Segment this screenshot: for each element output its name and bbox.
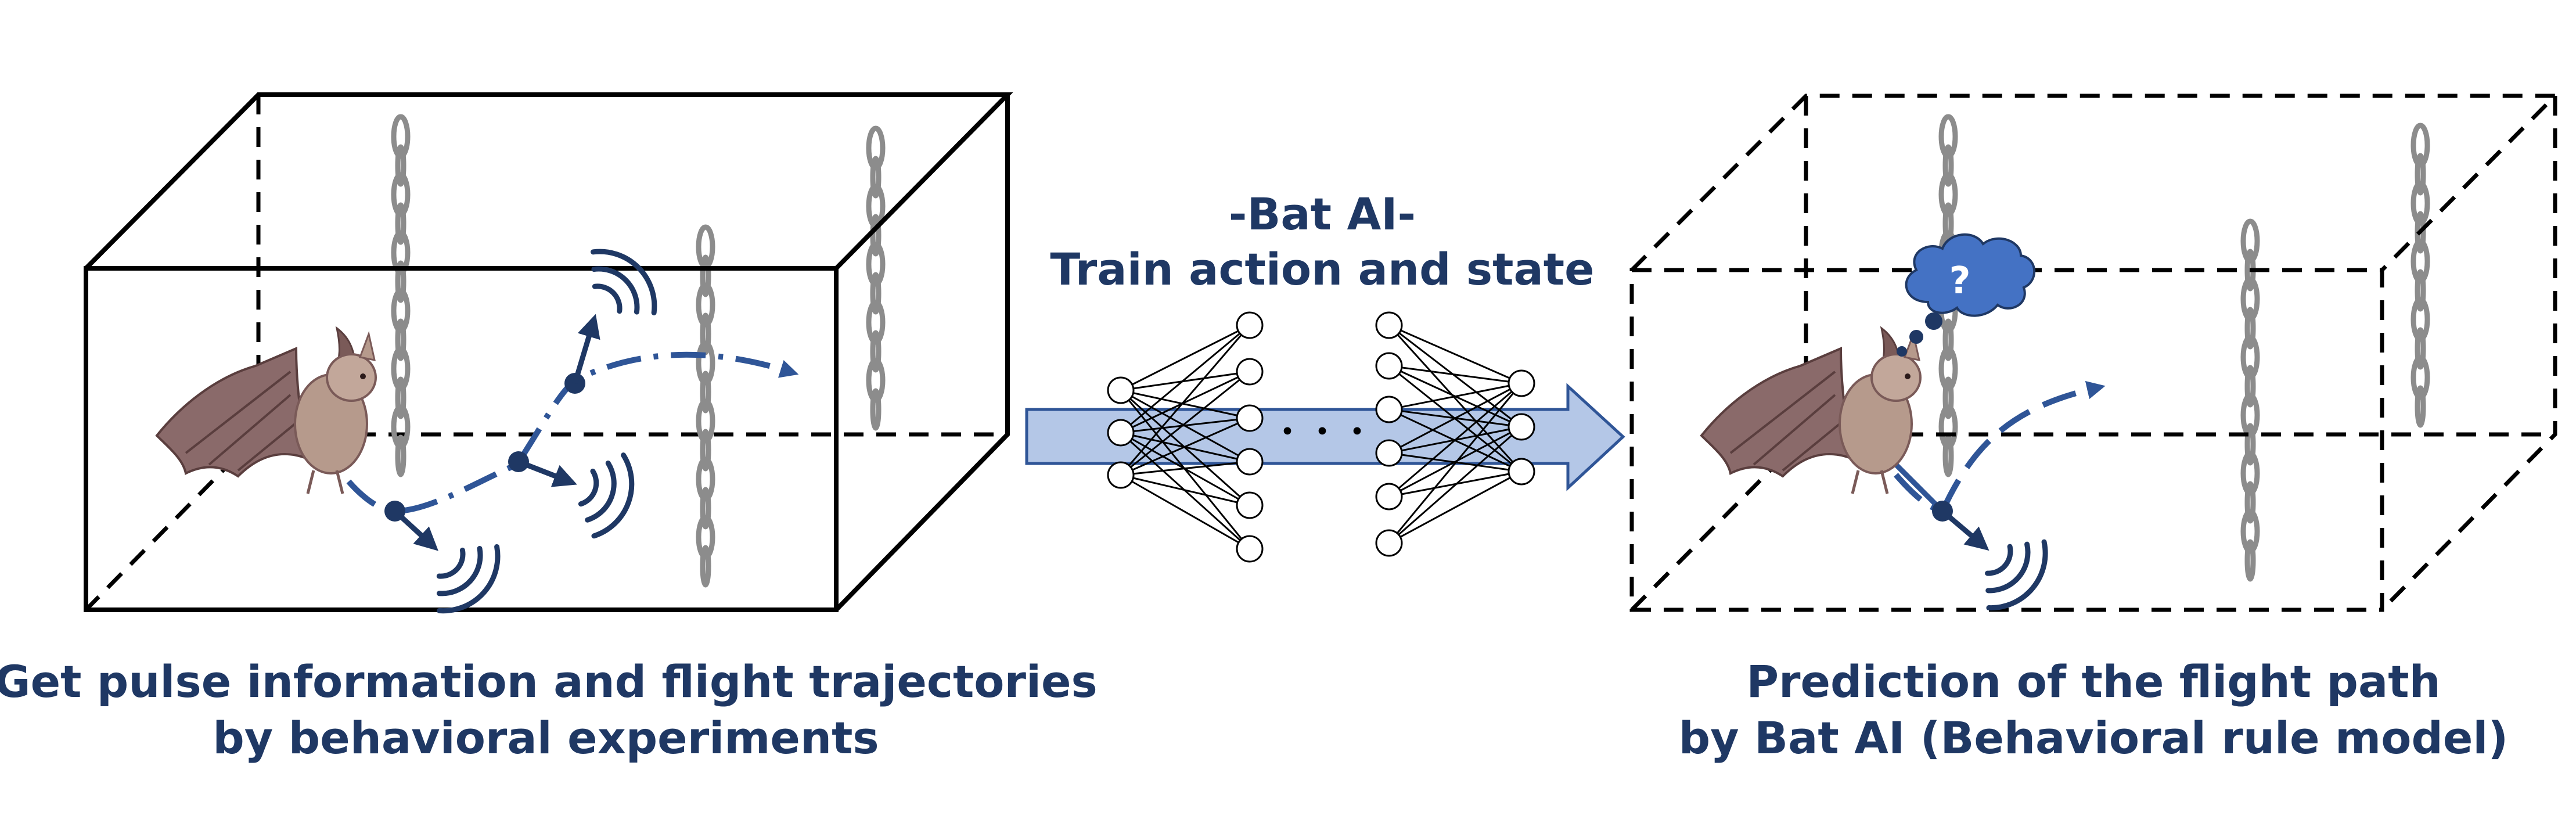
pulse-emission xyxy=(508,447,643,543)
network-connection xyxy=(1388,324,1522,384)
network-node xyxy=(1508,413,1535,441)
thought-question-mark: ? xyxy=(1949,260,1970,303)
pulse-emission xyxy=(564,237,669,394)
network-node xyxy=(1107,419,1135,447)
chain-obstacle-icon xyxy=(394,117,408,474)
network-connection xyxy=(1388,426,1522,498)
network-node xyxy=(1508,458,1535,486)
chain-obstacle-icon xyxy=(2243,221,2257,579)
network-connection xyxy=(1388,382,1522,498)
network-node xyxy=(1508,369,1535,397)
network-node xyxy=(1375,483,1403,511)
bat-ai-title: -Bat AI- xyxy=(1229,188,1416,240)
network-node xyxy=(1236,404,1264,432)
network-node xyxy=(1236,491,1264,519)
bat-icon xyxy=(1701,328,1920,494)
network-connection xyxy=(1388,383,1523,544)
network-connection xyxy=(1388,382,1522,411)
flight-trajectory xyxy=(311,351,799,515)
network-connection xyxy=(1388,365,1522,384)
network-connection xyxy=(1120,417,1250,476)
network-node xyxy=(1375,439,1403,467)
network-connection xyxy=(1120,325,1251,476)
network-node xyxy=(1375,529,1403,557)
network-node xyxy=(1236,448,1264,476)
bat-icon xyxy=(157,328,376,494)
network-node xyxy=(1375,311,1403,339)
network-node xyxy=(1107,461,1135,489)
neural-network-icon xyxy=(1107,311,1535,563)
network-node xyxy=(1236,535,1264,563)
thought-cloud-icon: ? xyxy=(1897,233,2036,357)
left-caption-line1: Get pulse information and flight traject… xyxy=(0,656,1098,707)
network-connection xyxy=(1120,474,1250,550)
chain-obstacle-icon xyxy=(869,128,883,428)
network-connection xyxy=(1120,417,1250,434)
left-caption-line2: by behavioral experiments xyxy=(213,712,879,764)
prediction-room: ? xyxy=(1629,94,2560,621)
network-connection xyxy=(1120,324,1250,391)
network-node xyxy=(1375,396,1403,423)
network-connection xyxy=(1120,371,1250,391)
right-caption-line2: by Bat AI (Behavioral rule model) xyxy=(1679,712,2508,764)
pulse-emission xyxy=(384,501,512,625)
network-node xyxy=(1236,311,1264,339)
predicted-trajectory xyxy=(1940,380,2106,513)
network-connection xyxy=(1388,426,1522,544)
network-node xyxy=(1375,352,1403,380)
chain-obstacle-icon xyxy=(699,227,713,585)
network-connection xyxy=(1120,389,1250,419)
sound-pulse-icon xyxy=(1971,527,2060,621)
network-connection xyxy=(1120,371,1250,434)
network-connection xyxy=(1388,470,1522,544)
network-connection xyxy=(1120,324,1250,434)
network-connection xyxy=(1120,461,1250,476)
right-caption-line1: Prediction of the flight path xyxy=(1746,656,2440,707)
network-node xyxy=(1107,376,1135,404)
sound-pulse-icon xyxy=(577,237,668,329)
network-node xyxy=(1236,358,1264,386)
chain-obstacle-icon xyxy=(2413,125,2427,425)
network-connection xyxy=(1388,382,1522,454)
sound-pulse-icon xyxy=(572,447,643,543)
network-connection xyxy=(1120,371,1250,476)
network-connection xyxy=(1120,474,1250,506)
bat-ai-subtitle: Train action and state xyxy=(1050,243,1594,295)
experiment-room xyxy=(84,92,1013,625)
ellipsis: ・・・ xyxy=(1270,412,1375,453)
